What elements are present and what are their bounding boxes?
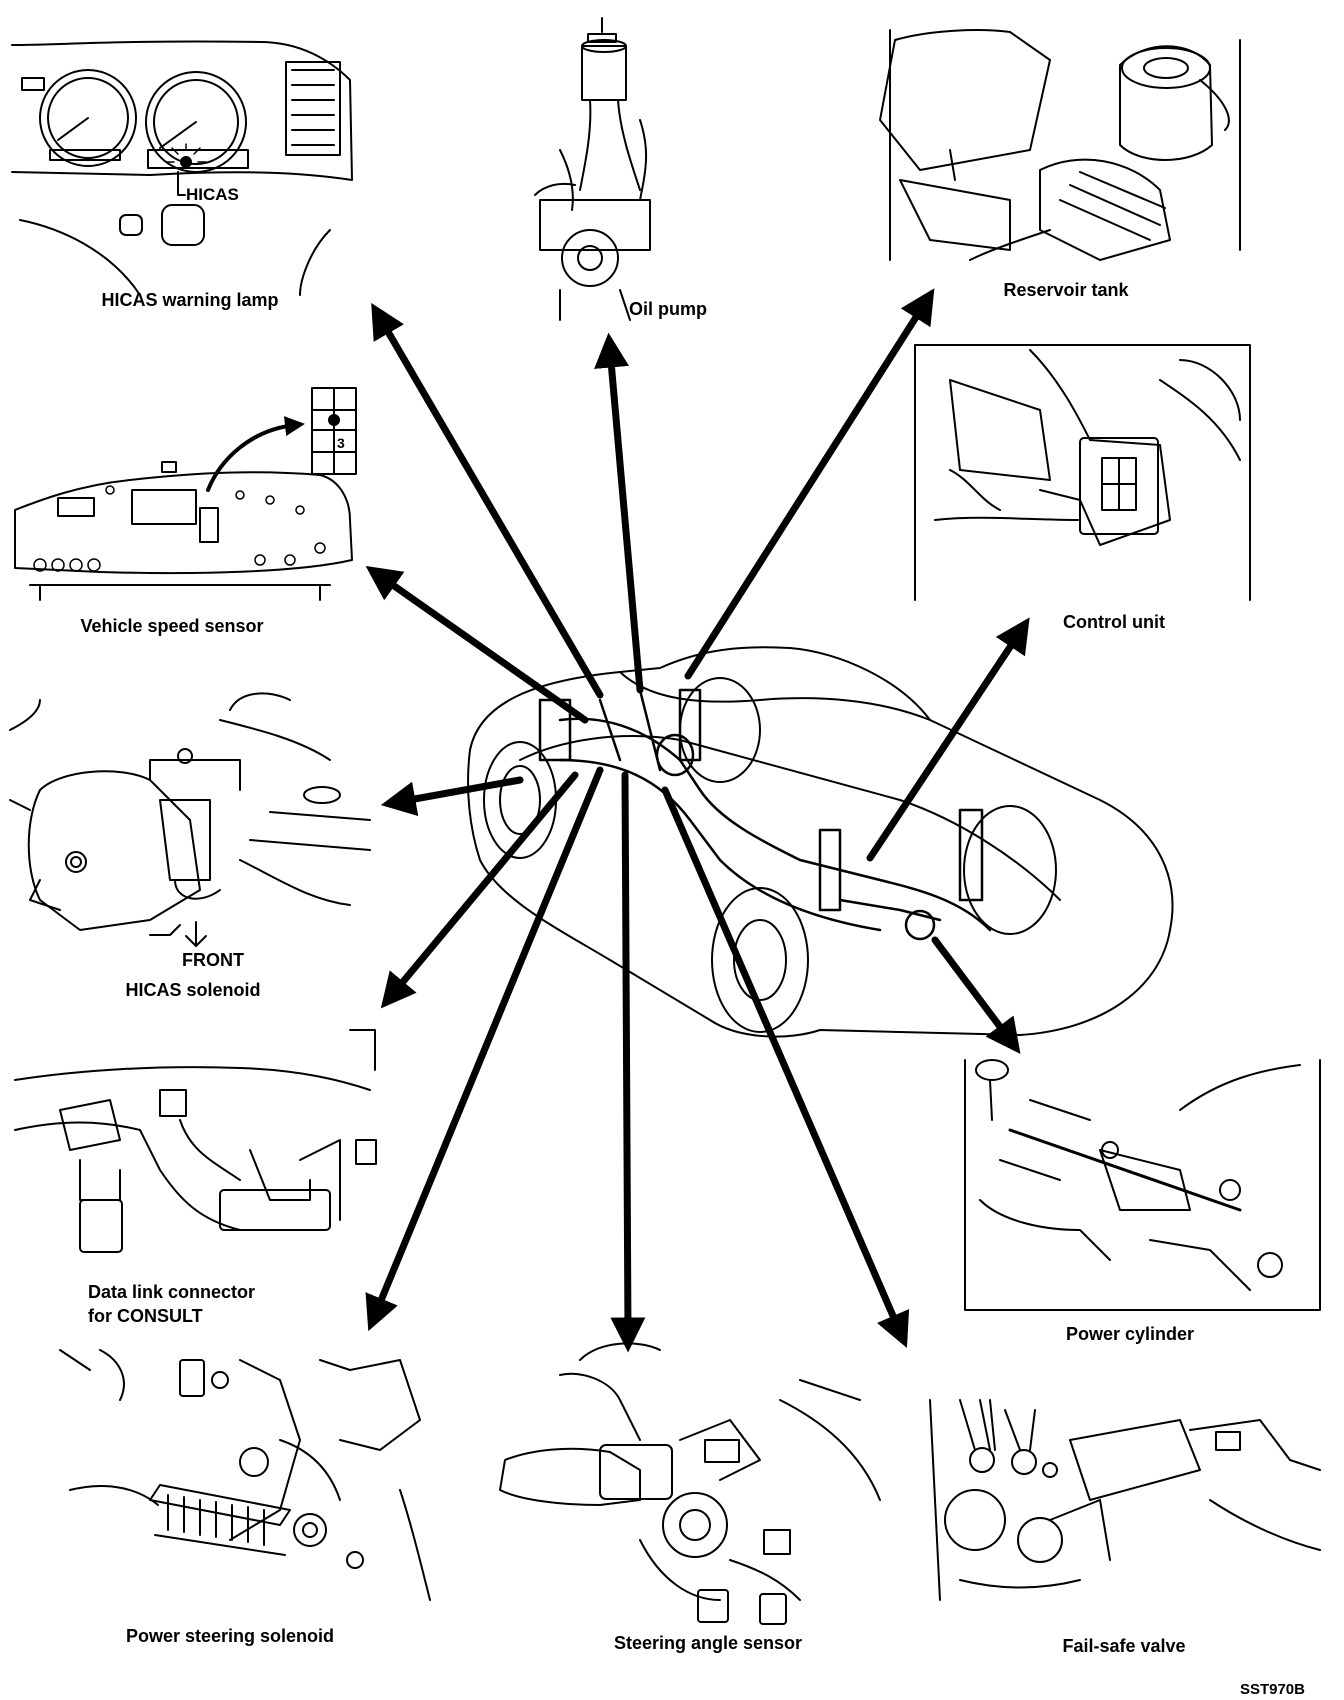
label-oil-pump: Oil pump xyxy=(629,299,707,319)
arrow-to-power-steering-solenoid xyxy=(365,766,604,1332)
hicas-lamp-callout-text: HICAS xyxy=(186,185,239,204)
label-control-unit: Control unit xyxy=(1063,612,1165,632)
arrow-to-power-cylinder xyxy=(931,936,1021,1054)
arrow-to-data-link-connector xyxy=(380,771,579,1009)
label-power-steering-solenoid: Power steering solenoid xyxy=(126,1626,334,1646)
oil-pump-illustration xyxy=(534,17,651,321)
vehicle-speed-sensor-illustration xyxy=(14,387,357,601)
label-vehicle-speed-sensor: Vehicle speed sensor xyxy=(80,616,263,636)
power-steering-solenoid-illustration xyxy=(59,1349,431,1601)
label-data-link-connector-line2: for CONSULT xyxy=(88,1306,203,1326)
label-fail-safe-valve: Fail-safe valve xyxy=(1062,1636,1185,1656)
arrow-to-hicas-warning-lamp xyxy=(371,302,604,699)
connector-pin-number: 3 xyxy=(337,435,345,451)
label-steering-angle-sensor: Steering angle sensor xyxy=(614,1633,802,1653)
control-unit-illustration xyxy=(914,344,1251,601)
steering-linkage-illustration xyxy=(538,688,992,941)
arrow-to-steering-angle-sensor xyxy=(610,771,646,1353)
label-hicas-solenoid: HICAS solenoid xyxy=(125,980,260,1000)
label-power-cylinder: Power cylinder xyxy=(1066,1324,1194,1344)
arrow-to-reservoir-tank xyxy=(684,288,935,680)
power-cylinder-illustration xyxy=(964,1059,1321,1311)
arrow-to-oil-pump xyxy=(594,332,644,694)
steering-angle-sensor-illustration xyxy=(499,1342,881,1625)
label-hicas-warning-lamp: HICAS warning lamp xyxy=(101,290,278,310)
pointer-arrows xyxy=(365,288,1030,1353)
arrow-to-fail-safe-valve xyxy=(661,786,910,1349)
label-reservoir-tank: Reservoir tank xyxy=(1003,280,1129,300)
fail-safe-valve-illustration xyxy=(929,1399,1321,1601)
front-direction-text: FRONT xyxy=(182,950,244,970)
arrow-to-vehicle-speed-sensor xyxy=(365,565,589,724)
hicas-warning-lamp-illustration xyxy=(11,40,353,296)
arrow-to-hicas-solenoid xyxy=(380,776,524,817)
figure-code: SST970B xyxy=(1240,1681,1305,1698)
data-link-connector-illustration xyxy=(14,1029,377,1253)
vehicle-body-illustration xyxy=(467,646,1174,1038)
label-data-link-connector-line1: Data link connector xyxy=(88,1282,255,1302)
hicas-solenoid-illustration xyxy=(9,692,371,947)
arrow-to-control-unit xyxy=(866,617,1030,862)
reservoir-tank-illustration xyxy=(879,29,1241,261)
